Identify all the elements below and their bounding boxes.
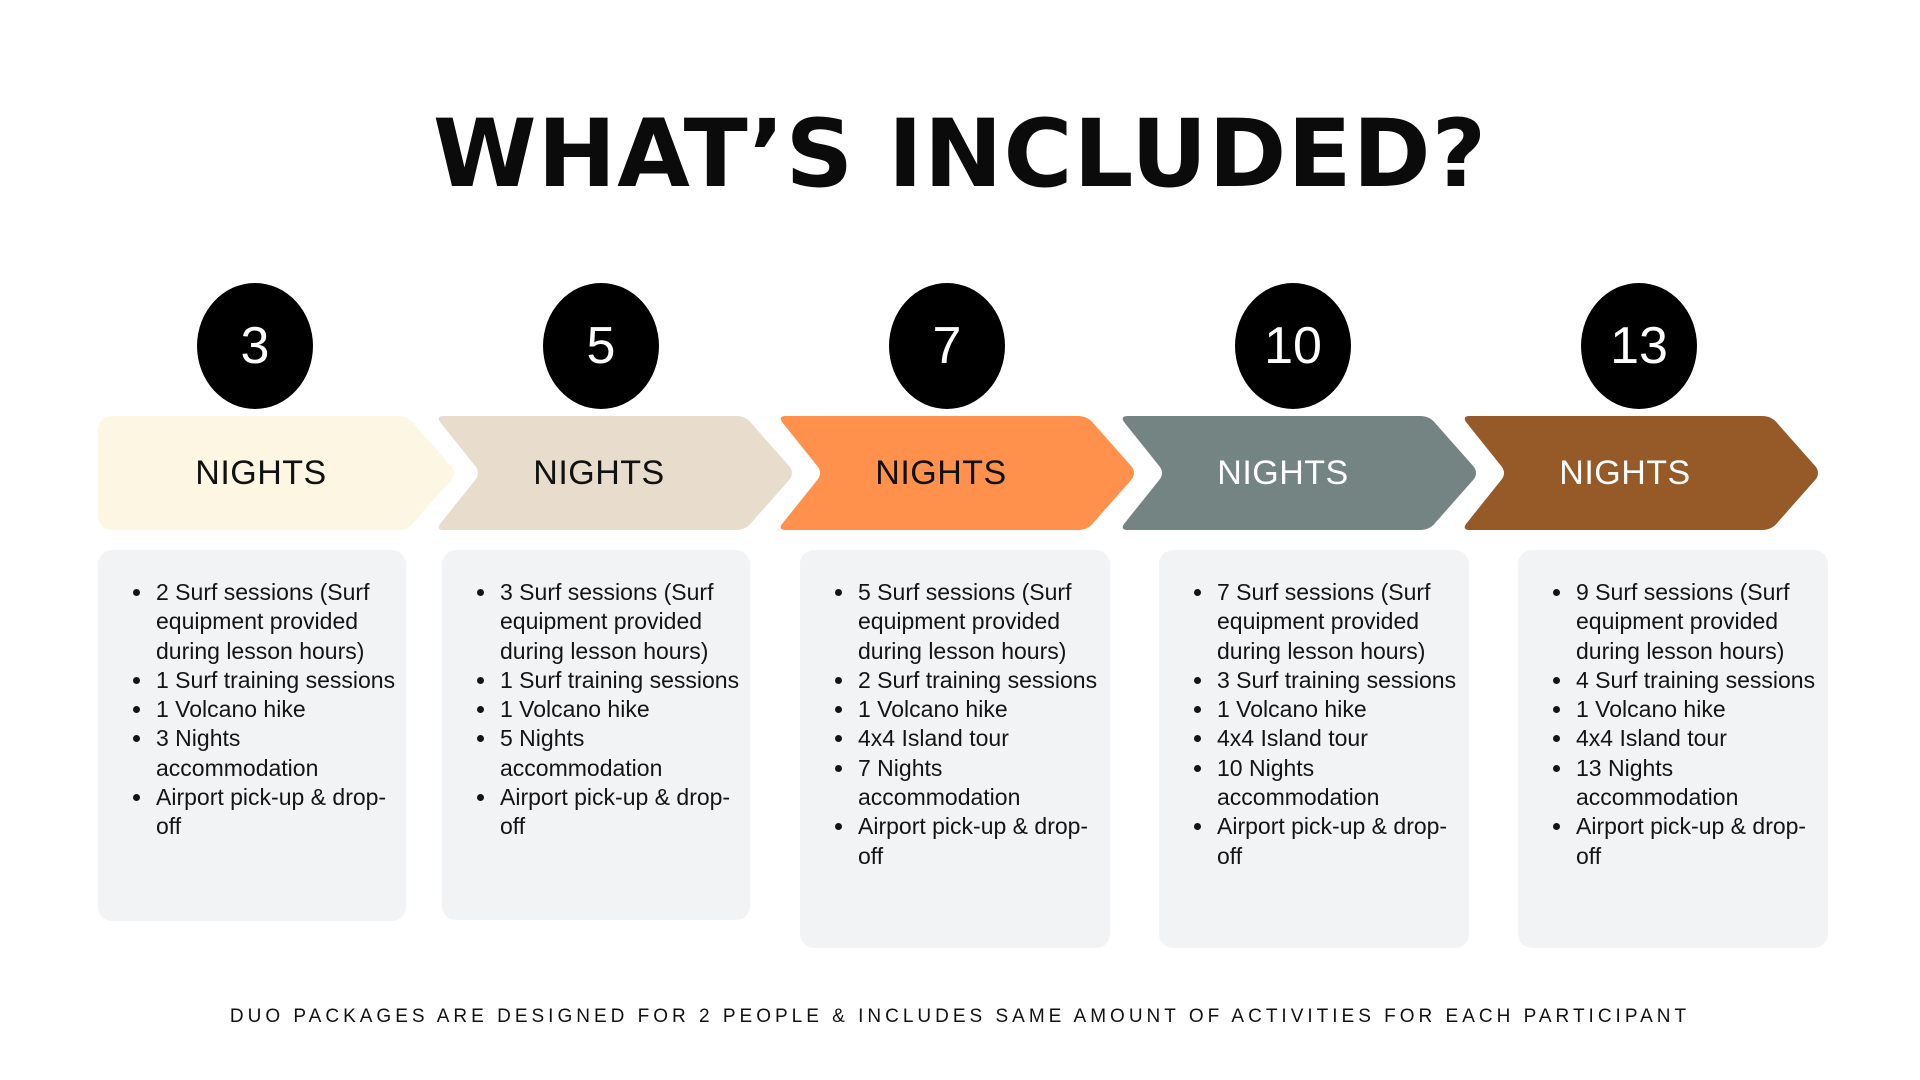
nights-label: NIGHTS: [875, 453, 1007, 492]
nights-arrow-banner: NIGHTS: [98, 416, 456, 530]
inclusions-list: 3 Surf sessions (Surf equipment provided…: [442, 578, 740, 842]
inclusion-item: 4x4 Island tour: [1215, 724, 1459, 753]
package-inclusions-card: 9 Surf sessions (Surf equipment provided…: [1518, 550, 1828, 948]
arrow-fill: [98, 416, 454, 530]
arrow-fill: [1464, 416, 1818, 530]
inclusion-item: 1 Volcano hike: [1215, 695, 1459, 724]
arrow-shape: [1464, 416, 1818, 530]
inclusion-item: Airport pick-up & drop-off: [1215, 812, 1459, 871]
page-title: WHAT’S INCLUDED?: [432, 100, 1488, 209]
inclusion-item: Airport pick-up & drop-off: [498, 783, 740, 842]
nights-arrow-banner: NIGHTS: [1462, 416, 1820, 530]
inclusion-item: 5 Surf sessions (Surf equipment provided…: [856, 578, 1100, 666]
arrow-fill: [438, 416, 792, 530]
inclusion-item: 10 Nights accommodation: [1215, 754, 1459, 813]
inclusion-item: 9 Surf sessions (Surf equipment provided…: [1574, 578, 1818, 666]
inclusion-item: 1 Surf training sessions: [154, 666, 396, 695]
inclusion-item: 3 Surf training sessions: [1215, 666, 1459, 695]
inclusion-item: 13 Nights accommodation: [1574, 754, 1818, 813]
nights-number-badge: 13: [1581, 283, 1697, 409]
footer-note: DUO PACKAGES ARE DESIGNED FOR 2 PEOPLE &…: [229, 1006, 1691, 1027]
arrow-shape: [780, 416, 1134, 530]
package-inclusions-card: 5 Surf sessions (Surf equipment provided…: [800, 550, 1110, 948]
inclusion-item: 2 Surf training sessions: [856, 666, 1100, 695]
package-inclusions-card: 7 Surf sessions (Surf equipment provided…: [1159, 550, 1469, 948]
inclusion-item: 7 Surf sessions (Surf equipment provided…: [1215, 578, 1459, 666]
nights-number-badge: 10: [1235, 283, 1351, 409]
arrow-fill: [1122, 416, 1476, 530]
inclusion-item: 5 Nights accommodation: [498, 724, 740, 783]
inclusions-list: 5 Surf sessions (Surf equipment provided…: [800, 578, 1100, 871]
inclusion-item: 1 Volcano hike: [154, 695, 396, 724]
nights-label: NIGHTS: [1559, 453, 1691, 492]
nights-label: NIGHTS: [1217, 453, 1349, 492]
inclusion-item: 1 Volcano hike: [856, 695, 1100, 724]
package-inclusions-card: 2 Surf sessions (Surf equipment provided…: [98, 550, 406, 921]
arrow-shape: [98, 416, 454, 530]
nights-number-badge: 5: [543, 283, 659, 409]
nights-label: NIGHTS: [195, 453, 327, 492]
inclusions-list: 2 Surf sessions (Surf equipment provided…: [98, 578, 396, 842]
inclusion-item: Airport pick-up & drop-off: [154, 783, 396, 842]
arrow-shape: [1122, 416, 1476, 530]
inclusion-item: 4x4 Island tour: [856, 724, 1100, 753]
inclusion-item: 1 Volcano hike: [498, 695, 740, 724]
inclusion-item: 4 Surf training sessions: [1574, 666, 1818, 695]
inclusion-item: 1 Volcano hike: [1574, 695, 1818, 724]
nights-number-badge: 7: [889, 283, 1005, 409]
nights-number-badge: 3: [197, 283, 313, 409]
inclusion-item: 4x4 Island tour: [1574, 724, 1818, 753]
inclusion-item: 3 Nights accommodation: [154, 724, 396, 783]
nights-arrow-banner: NIGHTS: [778, 416, 1136, 530]
inclusions-list: 7 Surf sessions (Surf equipment provided…: [1159, 578, 1459, 871]
nights-arrow-banner: NIGHTS: [436, 416, 794, 530]
inclusion-item: Airport pick-up & drop-off: [1574, 812, 1818, 871]
inclusion-item: 1 Surf training sessions: [498, 666, 740, 695]
nights-arrow-banner: NIGHTS: [1120, 416, 1478, 530]
inclusion-item: Airport pick-up & drop-off: [856, 812, 1100, 871]
inclusion-item: 2 Surf sessions (Surf equipment provided…: [154, 578, 396, 666]
package-inclusions-card: 3 Surf sessions (Surf equipment provided…: [442, 550, 750, 920]
inclusions-list: 9 Surf sessions (Surf equipment provided…: [1518, 578, 1818, 871]
arrow-fill: [780, 416, 1134, 530]
arrow-shape: [438, 416, 792, 530]
inclusion-item: 7 Nights accommodation: [856, 754, 1100, 813]
inclusion-item: 3 Surf sessions (Surf equipment provided…: [498, 578, 740, 666]
nights-label: NIGHTS: [533, 453, 665, 492]
